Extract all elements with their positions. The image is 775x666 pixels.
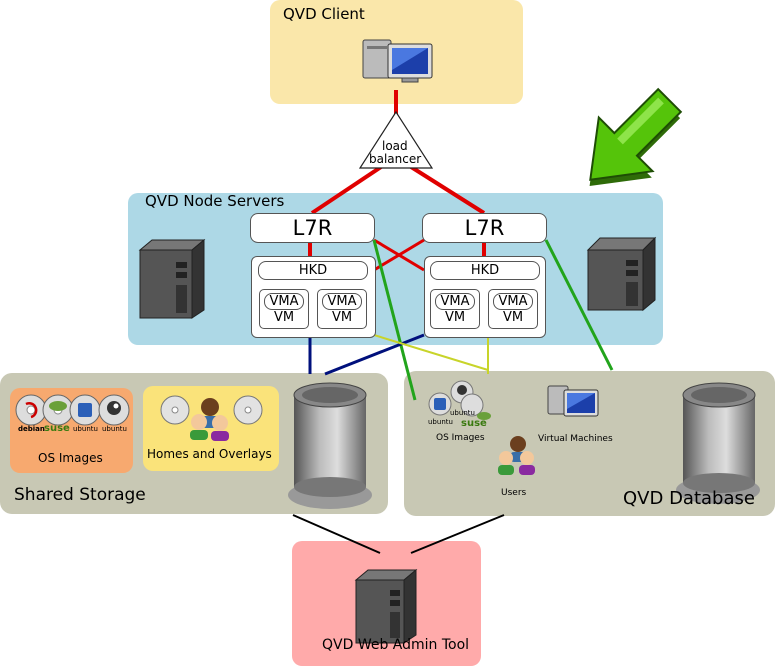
wire-admin-2 [410, 514, 505, 554]
wire-yellow-1 [373, 334, 489, 371]
hkd-box-right: HKD [430, 261, 540, 280]
vma-label: VMA [264, 293, 304, 310]
vma-label: VMA [435, 293, 475, 310]
client-computer-icon [362, 39, 433, 83]
download-arrow-icon [589, 87, 683, 187]
db-users-icon [498, 436, 535, 475]
homes-overlays-label: Homes and Overlays [147, 447, 272, 461]
wire-navy-2 [324, 333, 425, 376]
client-title: QVD Client [283, 5, 365, 23]
vm-label: VM [502, 310, 524, 325]
distro-label-debian: debian [18, 425, 45, 433]
l7r-box-left: L7R [250, 213, 375, 243]
wire-lb-l7r-left [310, 163, 386, 215]
l7r-label: L7R [464, 216, 505, 240]
l7r-box-right: L7R [422, 213, 547, 243]
distro-label-suse: suse [44, 423, 70, 434]
distro-label-ubuntu-1: ubuntu [73, 425, 98, 433]
node-servers-title: QVD Node Servers [145, 192, 285, 210]
vm-label: VM [444, 310, 466, 325]
load-balancer-label-2: balancer [369, 152, 422, 166]
db-logo-text-ubuntu-2: ubuntu [428, 418, 453, 426]
vm-label: VM [331, 310, 353, 325]
vm-label: VM [273, 310, 295, 325]
distro-label-ubuntu-2: ubuntu [102, 425, 127, 433]
hkd-box-left: HKD [258, 261, 368, 280]
wire-green-1 [372, 239, 417, 401]
db-logo-text-ubuntu-1: ubuntu [450, 409, 475, 417]
server-icon-left [138, 238, 206, 319]
vma-label: VMA [493, 293, 533, 310]
db-users-label: Users [501, 488, 527, 498]
wire-lb-l7r-right [406, 163, 486, 215]
db-logo-text-suse: suse [461, 418, 487, 429]
wire-admin-1 [292, 514, 381, 554]
shared-storage-title: Shared Storage [14, 485, 146, 505]
db-virtual-machines-label: Virtual Machines [538, 434, 613, 444]
load-balancer-triangle [358, 110, 434, 169]
hkd-label: HKD [470, 263, 500, 278]
qvd-database-cylinder-icon [676, 382, 760, 504]
admin-server-icon [354, 568, 418, 644]
hkd-label: HKD [298, 263, 328, 278]
load-balancer-label-1: load [382, 139, 408, 153]
homes-discs-users-icon [160, 395, 263, 441]
db-virtual-machines-icon [547, 385, 599, 417]
db-os-images-label: OS Images [436, 433, 485, 443]
db-os-images-icon [428, 380, 491, 420]
wire-green-2 [544, 239, 614, 371]
shared-storage-cylinder-icon [288, 382, 372, 509]
qvd-database-title: QVD Database [623, 488, 755, 509]
os-images-label: OS Images [38, 451, 103, 465]
os-image-discs [15, 394, 130, 426]
wire-cross-2 [373, 238, 425, 272]
l7r-label: L7R [292, 216, 333, 240]
vma-label: VMA [322, 293, 362, 310]
server-icon-right [586, 236, 657, 312]
web-admin-title: QVD Web Admin Tool [322, 637, 470, 653]
